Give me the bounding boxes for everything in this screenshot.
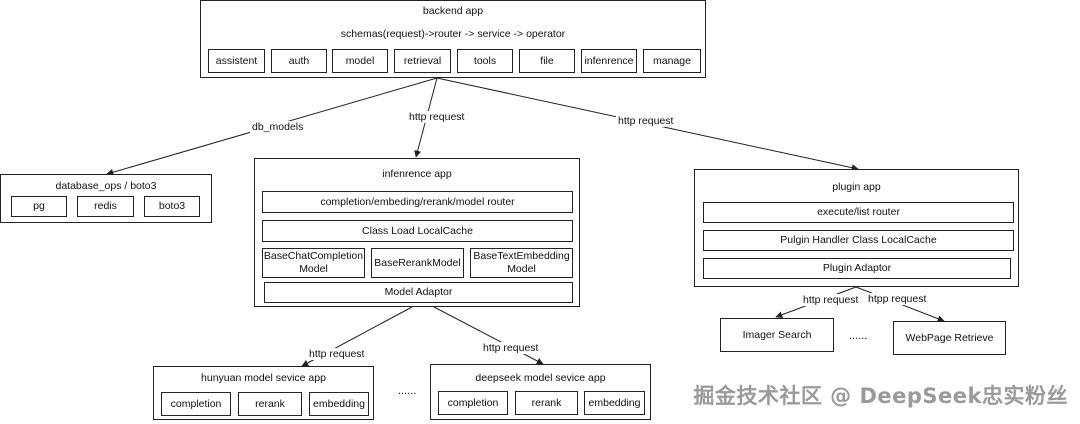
- deepseek-service-box: deepseek model sevice app completion rer…: [430, 364, 651, 420]
- imager-search-box: Imager Search: [720, 318, 834, 352]
- plugin-targets-ellipsis: ......: [849, 330, 868, 342]
- database-item: boto3: [144, 196, 200, 217]
- plugin-cache: Pulgin Handler Class LocalCache: [703, 230, 1014, 251]
- inference-app-title: infenrence app: [382, 168, 452, 180]
- edge-label-http-request-imager: http request: [801, 294, 861, 306]
- plugin-app-box: plugin app execute/list router Pulgin Ha…: [694, 169, 1019, 287]
- plugin-adaptor: Plugin Adaptor: [703, 258, 1011, 279]
- inference-model-rerank: BaseRerankModel: [371, 248, 464, 278]
- backend-module: tools: [457, 49, 513, 73]
- deepseek-item: embedding: [584, 391, 645, 415]
- backend-app-title: backend app: [422, 5, 484, 17]
- database-ops-box: database_ops / boto3 pg redis boto3: [0, 174, 212, 223]
- plugin-router: execute/list router: [703, 202, 1014, 223]
- backend-module: file: [519, 49, 575, 73]
- edge-label-db-models: db_models: [250, 121, 306, 133]
- plugin-app-title: plugin app: [832, 181, 881, 193]
- arrow-inference-to-deepseek: [433, 306, 544, 365]
- backend-module: model: [332, 49, 388, 73]
- hunyuan-item: rerank: [238, 392, 302, 416]
- backend-app-subtitle: schemas(request)->router -> service -> o…: [340, 28, 566, 40]
- watermark-text: 掘金技术社区 @ DeepSeek忠实粉丝: [693, 384, 1068, 408]
- inference-cache: Class Load LocalCache: [262, 220, 573, 242]
- inference-model-embedding: BaseTextEmbedding Model: [470, 248, 573, 278]
- hunyuan-item: embedding: [309, 392, 369, 416]
- edge-label-http-request-deepseek: http request: [481, 342, 541, 354]
- backend-module: retrieval: [394, 49, 451, 73]
- hunyuan-service-title: hunyuan model sevice app: [201, 372, 326, 384]
- hunyuan-service-box: hunyuan model sevice app completion rera…: [153, 366, 374, 420]
- inference-model-chat: BaseChatCompletion Model: [262, 248, 365, 278]
- backend-module: manage: [643, 49, 701, 73]
- database-item: redis: [77, 196, 134, 217]
- backend-module: assistent: [208, 49, 265, 73]
- backend-module: auth: [271, 49, 327, 73]
- inference-app-box: infenrence app completion/embeding/reran…: [254, 158, 580, 307]
- database-ops-title: database_ops / boto3: [55, 180, 157, 192]
- edge-label-htpp-request-webpage: htpp request: [866, 293, 929, 305]
- edge-label-http-request-hunyuan: http request: [307, 348, 367, 360]
- inference-adaptor: Model Adaptor: [264, 282, 573, 303]
- inference-router: completion/embeding/rerank/model router: [262, 191, 573, 213]
- database-item: pg: [11, 196, 67, 217]
- model-services-ellipsis: ......: [398, 385, 417, 397]
- deepseek-item: rerank: [515, 391, 578, 415]
- hunyuan-item: completion: [161, 392, 231, 416]
- deepseek-item: completion: [438, 391, 508, 415]
- webpage-retrieve-box: WebPage Retrieve: [893, 321, 1006, 355]
- backend-app-box: backend app schemas(request)->router -> …: [200, 0, 706, 78]
- deepseek-service-title: deepseek model sevice app: [475, 372, 606, 384]
- backend-module: infenrence: [581, 49, 637, 73]
- edge-label-http-request-backend-plugin: http request: [616, 115, 676, 127]
- edge-label-http-request-backend-inference: http request: [407, 111, 467, 123]
